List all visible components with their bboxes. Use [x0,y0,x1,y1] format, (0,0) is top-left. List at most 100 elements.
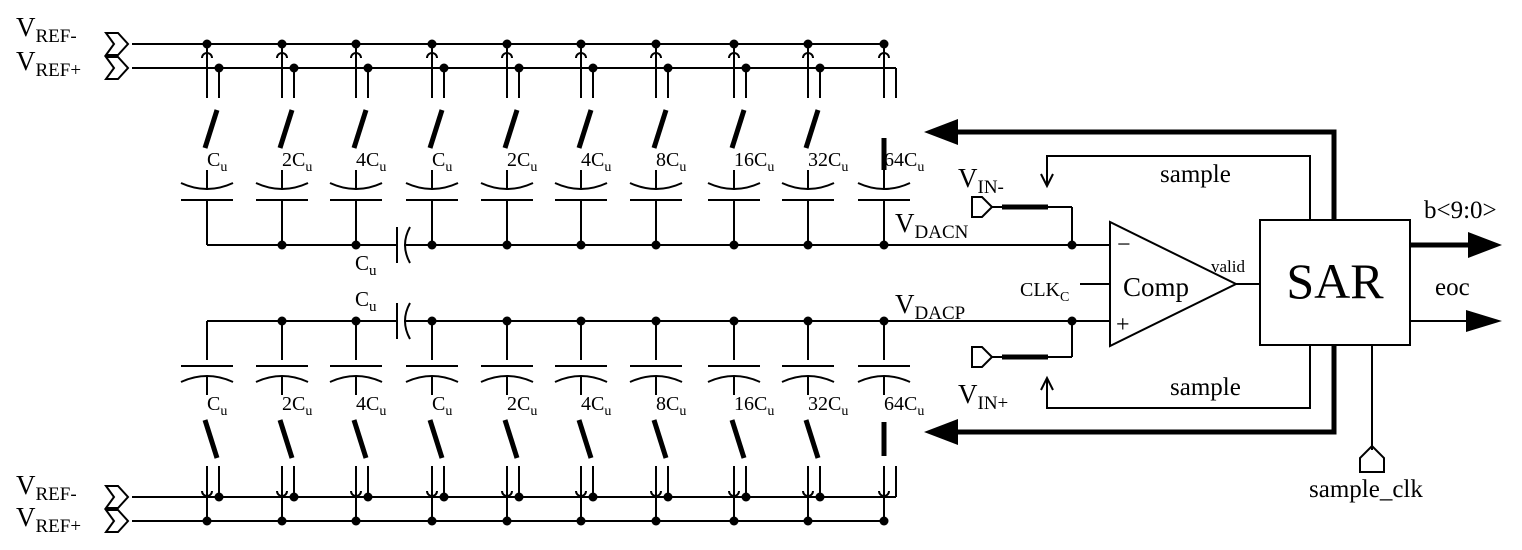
switch-blade [502,109,520,149]
junction-dot [363,492,373,502]
junction-dot [214,492,224,502]
bus-arrowhead-bottom [924,419,958,445]
wire [802,52,814,59]
cap-label-bottom: 2Cu [507,393,537,419]
eoc-arrowhead [1466,310,1502,332]
comparator-valid: valid [1211,257,1245,276]
junction-dot [289,492,299,502]
junction-dot [576,39,586,49]
vin-plus-port [971,346,994,368]
sar-label: SAR [1286,253,1384,309]
junction-dot [815,63,825,73]
output-bus-label: b<9:0> [1424,197,1497,224]
vin-plus-label: VIN+ [958,379,1008,414]
cap-label-top: Cu [432,149,452,175]
control-bus-bottom [940,345,1337,435]
junction-dots [202,39,1077,526]
sample-line-top [1046,155,1311,220]
capacitor-plate [255,182,309,190]
junction-dot [815,492,825,502]
junction-dot [803,39,813,49]
junction-dot [651,516,661,526]
junction-dot [879,240,889,250]
cap-label-top: 16Cu [734,149,774,175]
junction-dot [351,39,361,49]
sample-label-bottom: sample [1170,374,1241,401]
sample-label-top: sample [1160,161,1231,188]
junction-dot [514,492,524,502]
junction-dot [277,516,287,526]
vref-plus-port-bottom [104,509,130,533]
junction-dot [427,316,437,326]
junction-dot [502,316,512,326]
wire [650,52,662,59]
sar-block [1259,219,1411,346]
comparator-minus: − [1117,232,1131,258]
junction-dot [576,240,586,250]
junction-dot [277,39,287,49]
sample-clk-label: sample_clk [1309,476,1423,503]
capacitor-plate [857,182,911,190]
switch-blade [729,419,747,459]
junction-dot [1067,316,1077,326]
vin-minus-label: VIN- [958,163,1004,198]
junction-dot [502,240,512,250]
wire [426,52,438,59]
cap-label-top: 2Cu [507,149,537,175]
vref-minus-bottom-label: VREF- [16,470,77,505]
junction-dot [588,63,598,73]
comparator-triangle [1109,220,1239,348]
junction-dot [729,516,739,526]
junction-dot [729,39,739,49]
junction-dot [277,240,287,250]
junction-dot [576,316,586,326]
sample-arrow-bottom [1040,375,1054,391]
cap-label-top: 4Cu [581,149,611,175]
junction-dot [427,39,437,49]
sample-clk-port [1359,444,1385,473]
cap-label-bottom: Cu [207,393,227,419]
junction-dot [202,516,212,526]
cap-label-bottom: 4Cu [356,393,386,419]
switch-blade [651,109,669,149]
bridge-cap-bottom-label: Cu [355,287,377,315]
control-bus-top [940,129,1337,220]
wire [575,52,587,59]
junction-dot [741,492,751,502]
wire [276,52,288,59]
junction-dot [729,316,739,326]
switch-blade [803,109,821,149]
control-buses [202,109,1502,459]
vdacn-label: VDACN [895,208,969,243]
cap-label-bottom: 2Cu [282,393,312,419]
cap-label-top: 2Cu [282,149,312,175]
wiring [104,32,1470,533]
switch-blade [351,419,369,459]
switch-blade [576,419,594,459]
switch-blade [277,419,295,459]
sample-line-bottom [1046,345,1311,409]
bus-arrowhead-top [924,119,958,145]
comparator-label: Comp [1123,272,1189,302]
wire [201,52,213,59]
junction-dot [439,492,449,502]
junction-dot [803,316,813,326]
junction-dot [277,316,287,326]
switch-blade [427,419,445,459]
cap-label-top: 32Cu [808,149,848,175]
vref-minus-top-label: VREF- [16,12,77,47]
switch-blade [502,419,520,459]
junction-dot [651,39,661,49]
switch-blade [202,419,220,459]
junction-dot [289,63,299,73]
cap-label-top: 4Cu [356,149,386,175]
cap-label-top: 8Cu [656,149,686,175]
switch-blade [427,109,445,149]
switch-blade [351,109,369,149]
junction-dot [879,516,889,526]
wire [501,52,513,59]
junction-dot [803,516,813,526]
comparator-plus: + [1116,312,1130,338]
junction-dot [363,63,373,73]
